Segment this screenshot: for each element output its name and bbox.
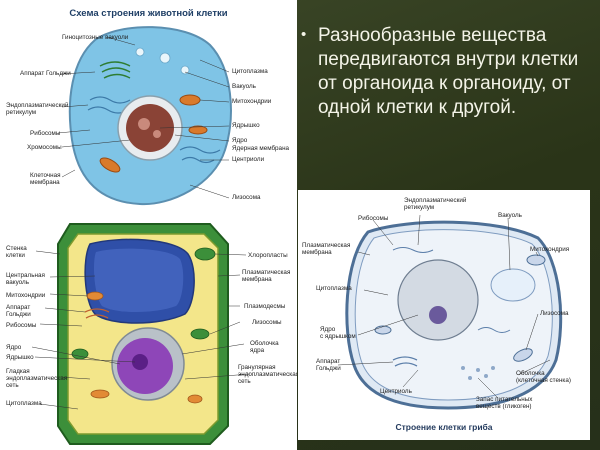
er-shapes xyxy=(87,96,221,164)
plant-cell-diagram: Стенка клетки Центральная вакуоль Митохо… xyxy=(0,214,297,450)
label-fungus-reserve: Запас питательных веществ (гликоген) xyxy=(476,396,533,410)
label-plant-mitochondria: Митохондрии xyxy=(6,292,46,299)
fungus-golgi-shapes xyxy=(392,356,418,367)
label-mitochondria: Митохондрии xyxy=(232,98,272,105)
label-nucleus: Ядро xyxy=(232,137,248,144)
label-nucleolus: Ядрышко xyxy=(232,122,260,129)
label-chromosomes: Хромосомы xyxy=(27,144,62,151)
bullet-marker: • xyxy=(301,26,307,43)
label-nuclear-envelope: Оболочка ядра xyxy=(250,340,279,354)
label-plant-plasma-membrane: Плазматическая мембрана xyxy=(242,269,291,283)
glycogen-granules xyxy=(461,366,495,380)
nucleolus-shape xyxy=(132,354,148,370)
label-centrioles: Центриоли xyxy=(232,156,265,163)
label-plant-golgi: Аппарат Гольджи xyxy=(6,304,31,318)
label-lysosomes: Лизосомы xyxy=(252,319,282,326)
label-rough-er: Гранулярная эндоплазматическая сеть xyxy=(238,364,297,385)
label-fungus-wall: Оболочка (клеточная стенка) xyxy=(516,370,571,384)
label-cytoplasm: Цитоплазма xyxy=(232,68,268,75)
golgi-shapes xyxy=(84,308,110,319)
label-smooth-er: Гладкая эндоплазматическая сеть xyxy=(6,368,68,389)
label-fungus-ribosomes: Рибосомы xyxy=(358,215,389,222)
animal-cell-illustration xyxy=(57,26,232,206)
nucleolus-shape xyxy=(126,104,174,152)
label-plant-nucleolus: Ядрышко xyxy=(6,354,34,361)
label-plasmodesmata: Плазмодесмы xyxy=(244,303,286,310)
label-fungus-lysosome: Лизосома xyxy=(540,310,569,317)
label-fungus-centriole: Центриоль xyxy=(380,388,412,395)
label-lysosome: Лизосома xyxy=(232,194,261,201)
label-cell-membrane: Клеточная мембрана xyxy=(30,172,61,186)
label-central-vacuole: Центральная вакуоль xyxy=(6,272,45,286)
fungus-cell-illustration xyxy=(337,214,563,410)
label-fungus-plasma-membrane: Плазматическая мембрана xyxy=(302,242,351,256)
animal-cell-title: Схема строения животной клетки xyxy=(69,8,228,19)
label-er: Эндоплазматический ретикулум xyxy=(6,102,69,116)
label-pinocytic-vacuoles: Гиноцитозные вакуоли xyxy=(62,34,129,41)
fungus-vacuole-shape xyxy=(490,268,536,302)
fungus-er-shapes xyxy=(392,247,511,333)
label-ribosomes: Рибосомы xyxy=(30,130,61,137)
slide-statement: Разнообразные вещества передвигаются вну… xyxy=(318,25,579,118)
plant-cell-illustration xyxy=(31,223,251,445)
label-nuclear-membrane: Ядерная мембрана xyxy=(232,145,290,152)
golgi-shapes xyxy=(99,61,131,79)
mitochondria-shapes xyxy=(99,94,208,173)
label-vacuole: Вакуоль xyxy=(232,83,256,90)
fungus-cell-title: Строение клетки гриба xyxy=(395,422,493,432)
label-fungus-golgi: Аппарат Гольджи xyxy=(316,358,341,372)
vacuole-shapes xyxy=(135,47,190,75)
label-plant-cytoplasm: Цитоплазма xyxy=(6,400,42,407)
label-fungus-vacuole: Вакуоль xyxy=(498,212,522,219)
label-fungus-nucleus: Ядро с ядрышком xyxy=(320,326,356,340)
animal-cell-diagram: Схема строения животной клетки xyxy=(0,0,297,214)
label-plant-ribosomes: Рибосомы xyxy=(6,322,37,329)
fungus-cell-diagram: Эндоплазматический ретикулум Рибосомы Ва… xyxy=(298,190,590,440)
mitochondria-shapes xyxy=(86,291,203,404)
chloroplast-shapes xyxy=(71,247,216,360)
label-fungus-er: Эндоплазматический ретикулум xyxy=(404,197,467,211)
label-fungus-cytoplasm: Цитоплазма xyxy=(316,285,352,292)
label-plant-wall: Стенка клетки xyxy=(6,245,27,259)
fungus-nucleolus-shape xyxy=(429,306,447,324)
fungus-nucleus-shape xyxy=(397,259,479,341)
label-fungus-mitochondria: Митохондрия xyxy=(530,246,570,253)
label-golgi: Аппарат Гольджи xyxy=(20,70,71,77)
label-plant-nucleus: Ядро xyxy=(6,344,22,351)
label-chloroplasts: Хлоропласты xyxy=(248,252,288,259)
